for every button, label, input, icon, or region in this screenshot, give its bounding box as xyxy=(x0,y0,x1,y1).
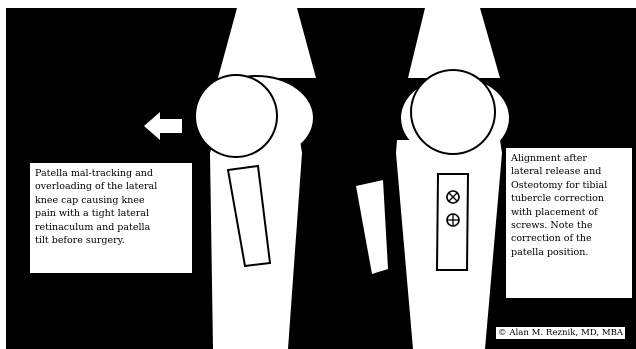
screw-icon xyxy=(447,191,459,203)
copyright-notice: © Alan M. Reznik, MD, MBA xyxy=(496,327,625,339)
screw-icon xyxy=(447,214,459,226)
caption-after-surgery: Alignment after lateral release and Oste… xyxy=(506,148,632,298)
patella-before xyxy=(195,75,277,157)
patella-after xyxy=(411,70,495,154)
caption-before-surgery: Patella mal-tracking and overloading of … xyxy=(30,163,192,273)
